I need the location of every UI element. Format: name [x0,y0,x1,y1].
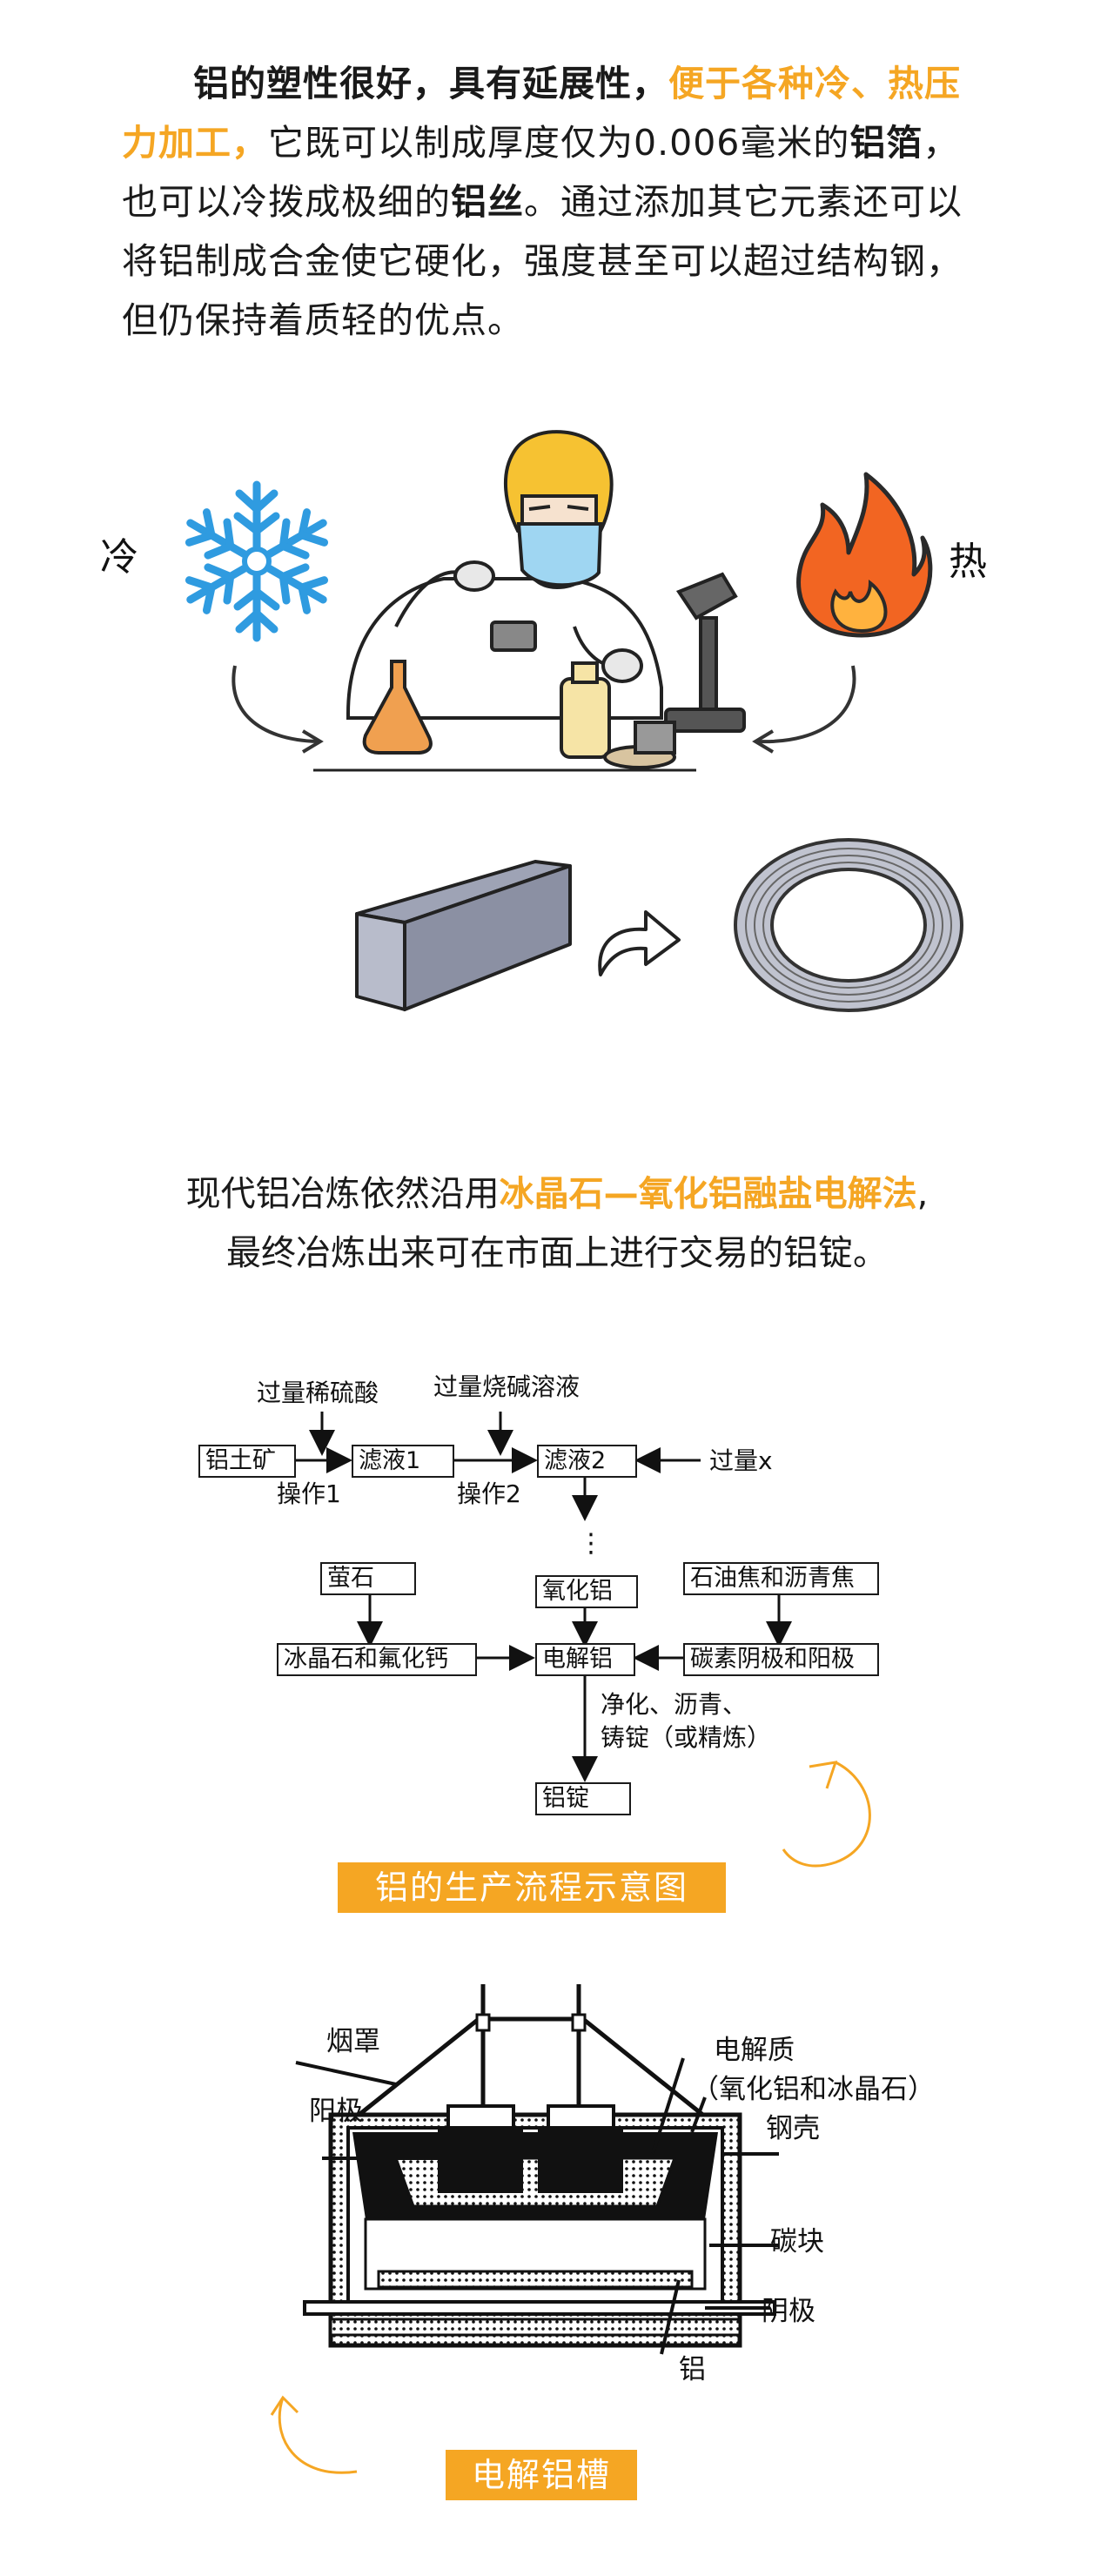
arrow-cold-icon [232,665,324,754]
label-aluminum: 铝 [679,2354,706,2385]
intro-paragraph: 铝的塑性很好，具有延展性，便于各种冷、热压力加工，它既可以制成厚度仅为0.006… [122,54,992,350]
box-ingot: 铝锭 [535,1782,631,1815]
intro-text-2: ，也可以冷拨成极细的 [122,122,960,223]
arrow-hot-icon [752,665,856,754]
operation2-label: 操作2 [457,1479,521,1508]
label-hood: 烟罩 [326,2026,380,2057]
box-filtrate2: 滤液2 [537,1445,637,1478]
operation1-label: 操作1 [277,1479,341,1508]
label-anode: 阳极 [309,2096,363,2127]
label-electrolyte: 电解质 [714,2035,795,2066]
box-electrodes: 碳素阴极和阳极 [683,1643,879,1676]
label-cathode: 阴极 [762,2296,815,2327]
cell-caption: 电解铝槽 [446,2450,637,2500]
cold-label: 冷 [100,535,138,580]
reagent-alkali: 过量烧碱溶液 [433,1372,580,1401]
intro-bold-1: 铝的塑性很好，具有延展性， [193,63,668,104]
box-fluorite: 萤石 [320,1562,416,1595]
wire-coil [734,838,963,1012]
intro-text-3: 。通过添加其它元素还可以将铝制成合金使它硬化，强度甚至可以超过结构钢，但仍保持着… [122,181,963,341]
snowflake-icon [170,480,344,648]
ellipsis-label: ⋮ [578,1528,604,1559]
flow-caption: 铝的生产流程示意图 [338,1862,726,1913]
label-electrolyte-detail: （氧化铝和冰晶石） [692,2074,935,2105]
box-alumina: 氧化铝 [535,1575,638,1608]
reagent-acid: 过量稀硫酸 [257,1379,379,1407]
flame-icon [796,472,933,638]
box-cryolite: 冰晶石和氟化钙 [277,1643,477,1676]
label-carbon: 碳块 [770,2226,824,2257]
smelting-highlight: 冰晶石—氧化铝融盐电解法 [499,1174,917,1214]
curved-arrow-icon [598,910,681,976]
smelting-text: 现代铝冶炼依然沿用冰晶石—氧化铝融盐电解法, 最终冶炼出来可在市面上进行交易的铝… [0,1164,1114,1283]
purify-line2: 铸锭（或精炼） [601,1723,772,1752]
intro-foil: 铝箔 [849,122,923,164]
box-bauxite: 铝土矿 [198,1445,296,1478]
intro-wire: 铝丝 [451,181,524,223]
purify-line1: 净化、沥青、 [601,1690,748,1719]
box-electrolytic: 电解铝 [535,1643,635,1676]
hot-label: 热 [949,540,987,584]
box-filtrate1: 滤液1 [352,1445,454,1478]
intro-text-1: 它既可以制成厚度仅为0.006毫米的 [268,122,850,164]
smelting-line2: 最终冶炼出来可在市面上进行交易的铝锭。 [226,1233,888,1273]
electrolytic-cell-diagram [295,1984,779,2355]
intro-highlight: 便于各种冷、热压力加工， [122,63,961,164]
scientist-illustration [313,430,746,772]
box-coke: 石油焦和沥青焦 [683,1562,879,1595]
smelting-line1-b: , [916,1174,929,1214]
aluminum-bar [355,860,572,1011]
excess-x-label: 过量x [709,1446,773,1475]
label-shell: 钢壳 [766,2113,820,2144]
smelting-line1-a: 现代铝冶炼依然沿用 [185,1174,500,1214]
